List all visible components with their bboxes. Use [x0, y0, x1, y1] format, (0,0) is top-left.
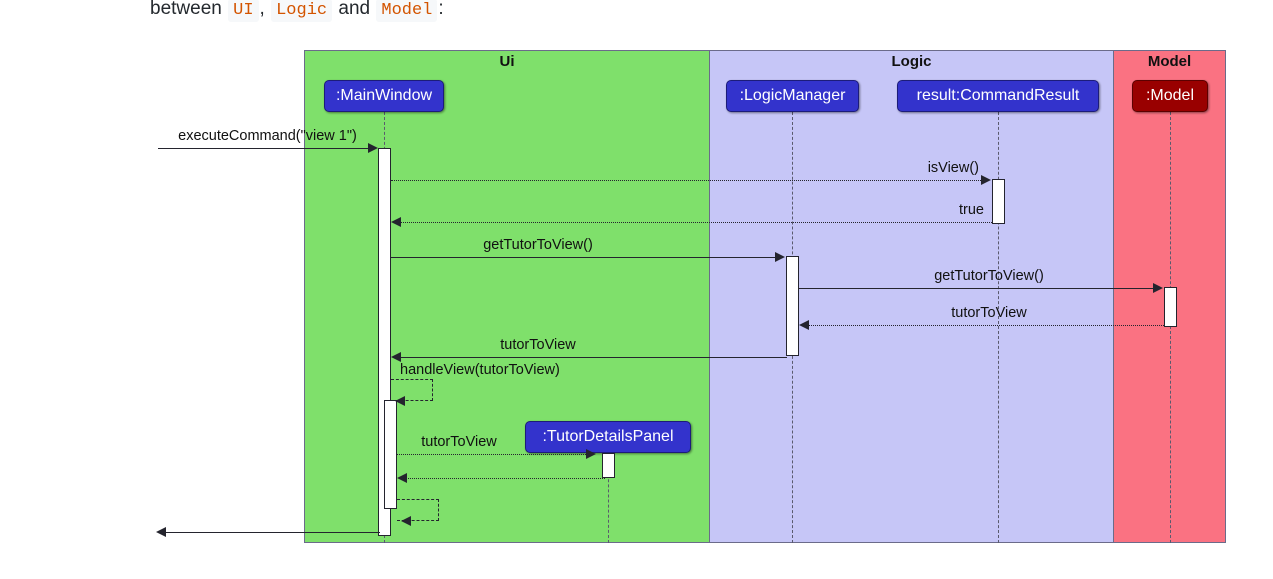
message-arrow-true: [391, 217, 401, 227]
participant-logicmanager-label: :LogicManager: [739, 87, 846, 104]
message-label-tutortoview-ui: tutorToView: [500, 337, 576, 353]
partition-ui-title: Ui: [499, 53, 515, 70]
lifeline-stem-commandresult: [998, 112, 999, 543]
message-line-gettutortoview-model: [799, 288, 1155, 289]
participant-mainwindow[interactable]: :MainWindow: [324, 80, 444, 112]
participant-tutordetailspanel[interactable]: :TutorDetailsPanel: [525, 421, 691, 453]
message-line-true: [399, 222, 992, 223]
participant-model-label: :Model: [1145, 87, 1195, 104]
partition-model-title: Model: [1147, 53, 1192, 70]
message-arrow-isview: [981, 175, 991, 185]
message-arrow-final-return: [156, 527, 166, 537]
lifeline-stem-model: [1170, 112, 1171, 543]
message-line-final-return-inner: [304, 532, 380, 533]
participant-logicmanager[interactable]: :LogicManager: [726, 80, 859, 112]
message-label-tutortoview-model: tutorToView: [951, 305, 1027, 321]
message-line-isview: [391, 180, 983, 181]
participant-model[interactable]: :Model: [1132, 80, 1208, 112]
message-arrow-handleview: [395, 396, 405, 406]
activation-tutordetailspanel: [602, 453, 615, 478]
message-label-executecommand: executeCommand("view 1"): [178, 128, 357, 144]
message-arrow-executecommand: [368, 143, 378, 153]
message-line-tutortoview-ui: [399, 357, 787, 358]
message-label-isview: isView(): [927, 160, 979, 176]
activation-logicmanager: [786, 256, 799, 356]
caption-colon: :: [438, 0, 444, 19]
message-label-handleview: handleView(tutorToView): [400, 362, 560, 378]
message-arrow-tutortoview-model: [799, 320, 809, 330]
message-arrow-tutortoview-ui: [391, 352, 401, 362]
message-line-tutortoview-panel: [397, 454, 588, 455]
inline-code-logic: Logic: [271, 0, 333, 22]
message-label-true: true: [959, 202, 984, 218]
partition-logic: Logic: [709, 50, 1114, 543]
message-arrow-selfreturn: [401, 516, 411, 526]
participant-mainwindow-label: :MainWindow: [335, 87, 433, 104]
caption-before: between: [150, 0, 228, 19]
message-label-tutortoview-panel: tutorToView: [421, 434, 497, 450]
partition-logic-title: Logic: [891, 53, 932, 70]
partition-ui: Ui: [304, 50, 710, 543]
inline-code-ui: UI: [228, 0, 259, 22]
lifeline-stem-tutordetailspanel: [608, 454, 609, 543]
activation-commandresult: [992, 179, 1005, 224]
message-line-tutortoview-model: [807, 325, 1164, 326]
inline-code-model: Model: [376, 0, 438, 22]
message-line-gettutortoview-ui: [391, 257, 777, 258]
message-line-final-return: [166, 532, 306, 533]
activation-mainwindow-nested: [384, 400, 397, 509]
message-selfcall-handleview: [391, 379, 433, 401]
participant-tutordetailspanel-label: :TutorDetailsPanel: [542, 428, 674, 445]
message-label-gettutortoview-ui: getTutorToView(): [483, 237, 593, 253]
message-label-gettutortoview-model: getTutorToView(): [934, 268, 1044, 284]
message-arrow-tutortoview-panel: [586, 449, 596, 459]
caption-text: between UI, Logic and Model:: [150, 0, 444, 26]
message-arrow-gettutortoview-ui: [775, 252, 785, 262]
activation-model: [1164, 287, 1177, 327]
message-selfcall-return: [397, 499, 439, 521]
sequence-diagram: Ui Logic Model :MainWindow :TutorDetails…: [304, 50, 1226, 543]
message-arrow-return-panel: [397, 473, 407, 483]
participant-commandresult-label: result:CommandResult: [916, 87, 1080, 104]
message-line-return-panel: [405, 478, 605, 479]
caption-comma: ,: [259, 0, 265, 19]
caption-and: and: [338, 0, 371, 19]
participant-commandresult[interactable]: result:CommandResult: [897, 80, 1099, 112]
message-arrow-gettutortoview-model: [1153, 283, 1163, 293]
message-line-executecommand: [158, 148, 370, 149]
